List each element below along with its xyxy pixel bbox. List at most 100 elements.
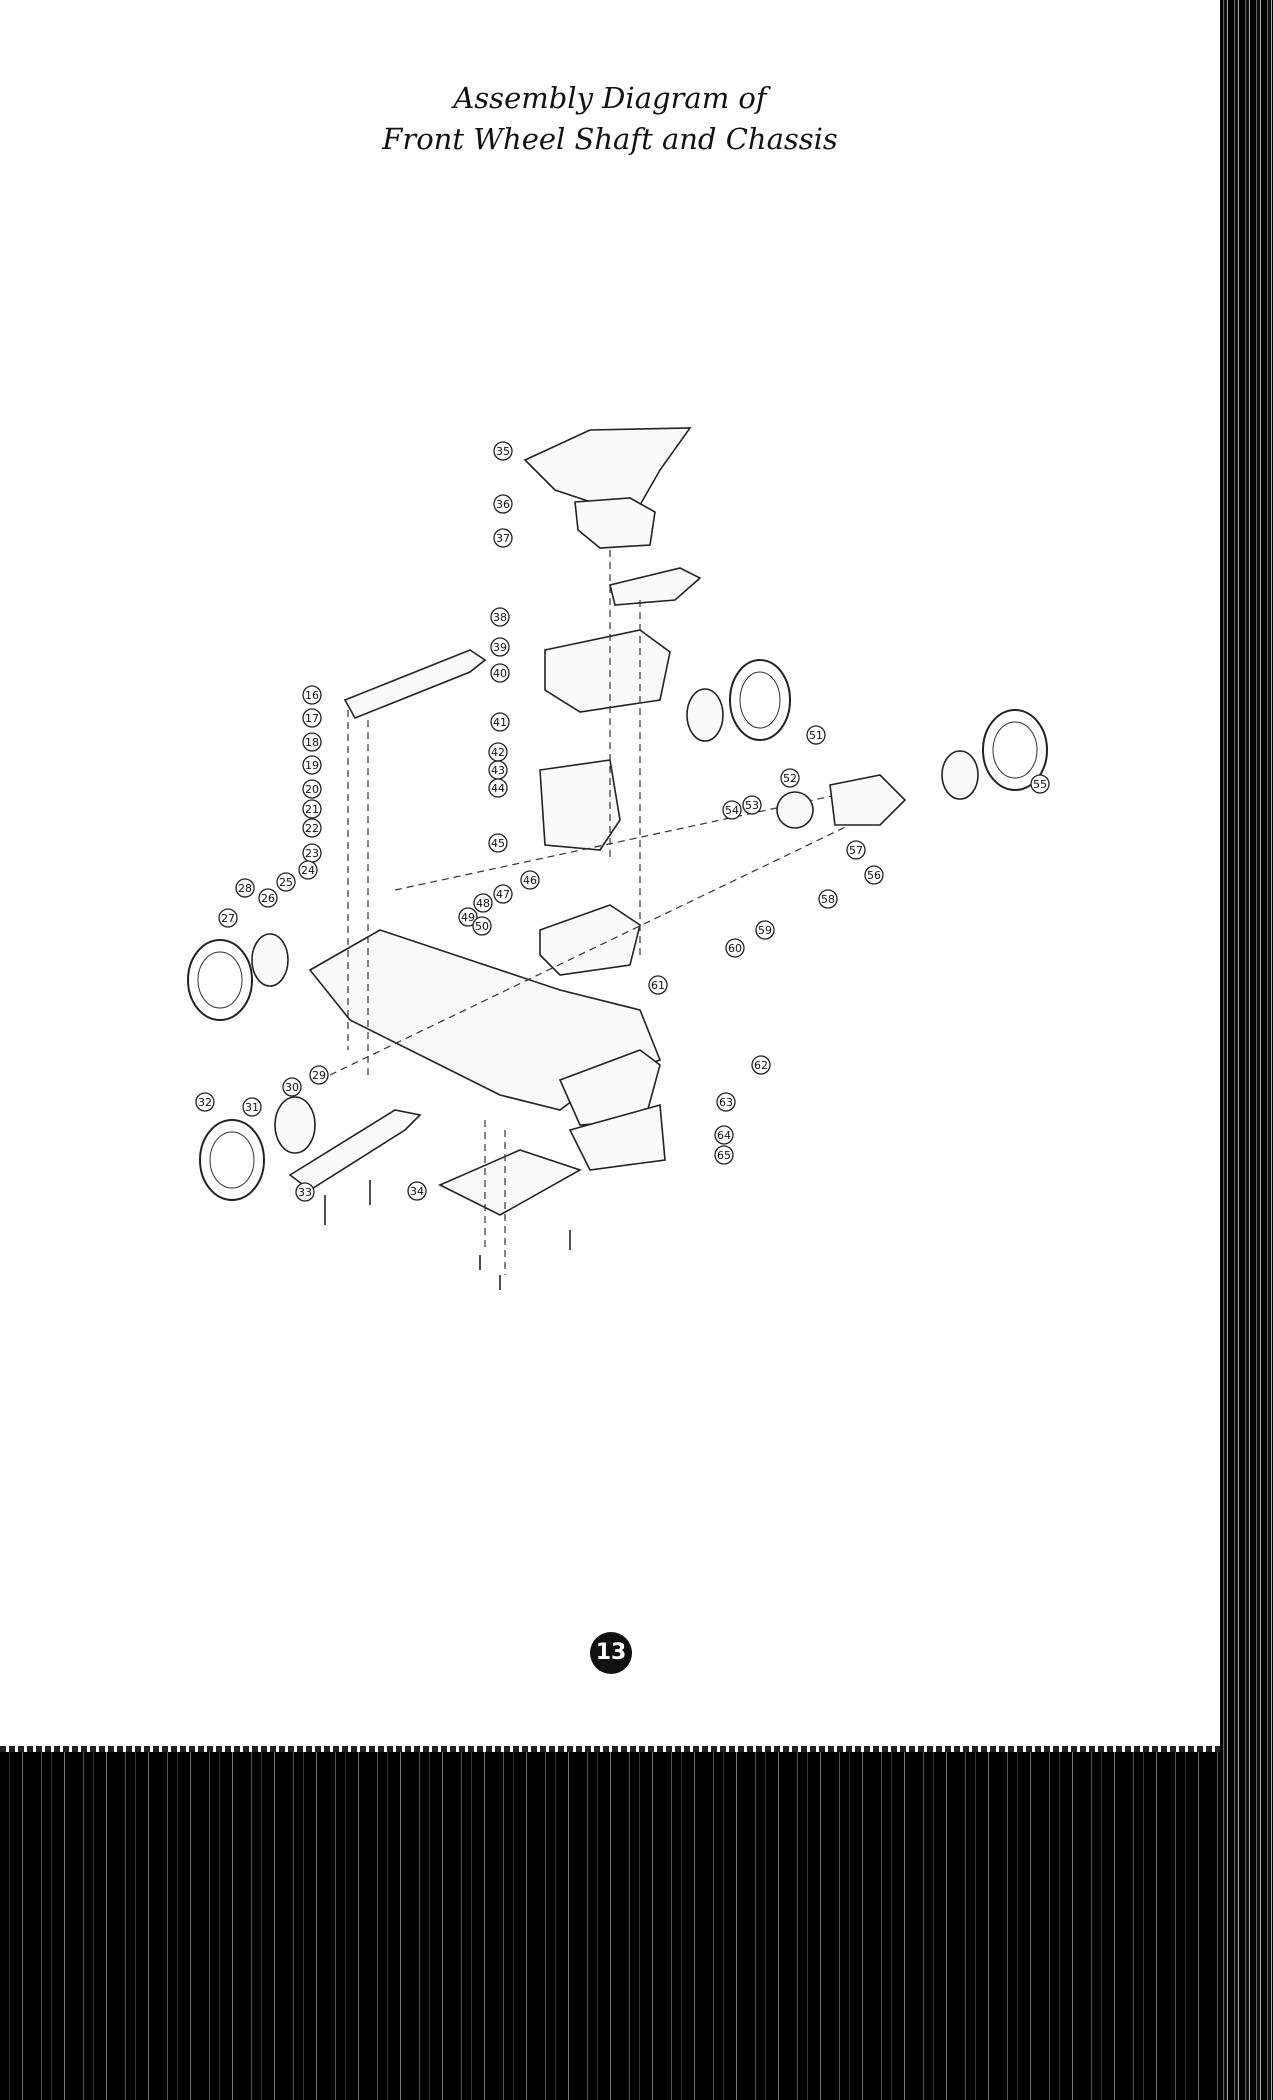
callout-circle <box>493 528 513 548</box>
rear-bar-part <box>343 649 487 720</box>
callout-number: 39 <box>493 641 507 654</box>
wheel-front-right <box>982 709 1048 791</box>
callout-circle <box>742 795 762 815</box>
callout-number: 65 <box>717 1149 731 1162</box>
base-plate-part <box>438 1149 582 1216</box>
callout-circle <box>490 663 510 683</box>
part-callout-16: 16 <box>302 685 322 705</box>
part-callout-21: 21 <box>302 799 322 819</box>
callout-number: 38 <box>493 611 507 624</box>
callout-circle <box>295 1182 315 1202</box>
callout-circle <box>195 1092 215 1112</box>
part-callout-56: 56 <box>864 865 884 885</box>
part-callout-64: 64 <box>714 1125 734 1145</box>
part-callout-60: 60 <box>725 938 745 958</box>
part-callout-52: 52 <box>780 768 800 788</box>
part-callout-46: 46 <box>520 870 540 890</box>
part-callout-43: 43 <box>488 760 508 780</box>
callout-number: 31 <box>245 1101 259 1114</box>
callout-number: 63 <box>719 1096 733 1109</box>
hub-part <box>251 933 289 987</box>
part-callout-62: 62 <box>751 1055 771 1075</box>
part-callout-63: 63 <box>716 1092 736 1112</box>
callout-circle <box>493 884 513 904</box>
upper-plate-part <box>544 629 671 713</box>
part-callout-45: 45 <box>488 833 508 853</box>
callout-number: 64 <box>717 1129 731 1142</box>
callout-circle <box>490 637 510 657</box>
seat-frame-part <box>574 497 656 549</box>
part-callout-59: 59 <box>755 920 775 940</box>
callout-number: 46 <box>523 874 537 887</box>
part-callout-50: 50 <box>472 916 492 936</box>
callout-circle <box>407 1181 427 1201</box>
callout-circle <box>818 889 838 909</box>
callout-circle <box>493 494 513 514</box>
callout-number: 51 <box>809 729 823 742</box>
part-callouts: 3536373839401617181920212223242526272829… <box>195 441 1050 1202</box>
callout-number: 43 <box>491 764 505 777</box>
callout-number: 61 <box>651 979 665 992</box>
callout-circle <box>716 1092 736 1112</box>
callout-number: 53 <box>745 799 759 812</box>
part-callout-23: 23 <box>302 843 322 863</box>
part-callout-32: 32 <box>195 1092 215 1112</box>
callout-circle <box>235 878 255 898</box>
callout-number: 19 <box>305 759 319 772</box>
callout-number: 50 <box>475 920 489 933</box>
callout-circle <box>473 893 493 913</box>
front-axle-line <box>329 819 861 1076</box>
callout-number: 36 <box>496 498 510 511</box>
wheel-rear-left <box>187 939 253 1021</box>
callout-number: 42 <box>491 746 505 759</box>
callout-number: 20 <box>305 783 319 796</box>
callout-number: 52 <box>783 772 797 785</box>
callout-circle <box>648 975 668 995</box>
callout-number: 55 <box>1033 778 1047 791</box>
callout-circle <box>1030 774 1050 794</box>
scan-dark-band-right <box>1220 0 1273 2100</box>
part-callout-47: 47 <box>493 884 513 904</box>
callout-circle <box>302 732 322 752</box>
part-callout-17: 17 <box>302 708 322 728</box>
hub-part <box>941 750 979 800</box>
callout-circle <box>490 712 510 732</box>
title-line-2: Front Wheel Shaft and Chassis <box>382 122 838 156</box>
callout-number: 48 <box>476 897 490 910</box>
part-callout-41: 41 <box>490 712 510 732</box>
part-callout-40: 40 <box>490 663 510 683</box>
part-callout-31: 31 <box>242 1097 262 1117</box>
callout-number: 56 <box>867 869 881 882</box>
callout-circle <box>282 1077 302 1097</box>
callout-circle <box>722 800 742 820</box>
callout-circle <box>714 1145 734 1165</box>
callout-circle <box>242 1097 262 1117</box>
callout-circle <box>846 840 866 860</box>
callout-number: 33 <box>298 1186 312 1199</box>
callout-circle <box>714 1125 734 1145</box>
callout-circle <box>302 799 322 819</box>
part-callout-20: 20 <box>302 779 322 799</box>
callout-circle <box>493 441 513 461</box>
part-callout-55: 55 <box>1030 774 1050 794</box>
manual-page: Assembly Diagram of Front Wheel Shaft an… <box>382 81 838 156</box>
callout-circle <box>520 870 540 890</box>
callout-circle <box>751 1055 771 1075</box>
motor-part <box>776 791 814 829</box>
part-callout-29: 29 <box>309 1065 329 1085</box>
part-callout-27: 27 <box>218 908 238 928</box>
callout-circle <box>725 938 745 958</box>
callout-number: 16 <box>305 689 319 702</box>
part-callout-44: 44 <box>488 778 508 798</box>
part-callout-38: 38 <box>490 607 510 627</box>
callout-number: 24 <box>301 864 315 877</box>
callout-number: 27 <box>221 912 235 925</box>
callout-number: 34 <box>410 1185 424 1198</box>
callout-circle <box>258 888 278 908</box>
callout-number: 45 <box>491 837 505 850</box>
callout-number: 23 <box>305 847 319 860</box>
callout-circle <box>302 818 322 838</box>
part-callout-35: 35 <box>493 441 513 461</box>
hub-part <box>274 1096 316 1154</box>
callout-number: 17 <box>305 712 319 725</box>
